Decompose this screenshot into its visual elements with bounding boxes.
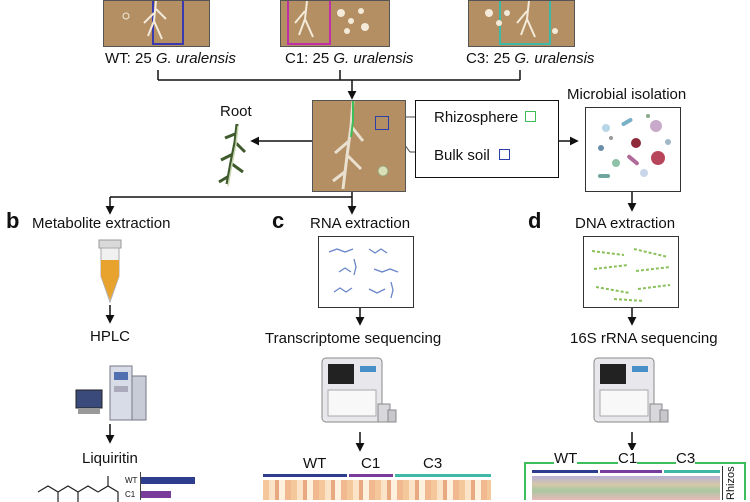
c-group-wt: WT — [303, 455, 327, 472]
c1-label-species: G. uralensis — [333, 50, 414, 67]
wt-root-icon — [122, 1, 167, 40]
legend-rhizosphere-label: Rhizosphere — [434, 109, 519, 126]
tube-icon — [98, 239, 122, 304]
sequencer-d-icon — [593, 357, 669, 423]
bar-c1 — [141, 491, 171, 498]
legend-rhizosphere: Rhizosphere — [434, 109, 537, 126]
c1-frame — [287, 1, 331, 45]
rna-box — [318, 236, 414, 308]
sequencer-c-icon — [321, 357, 397, 423]
hplc-instrument-icon — [75, 365, 147, 421]
c3-label-species: G. uralensis — [514, 50, 595, 67]
c1-label: C1: 25 G. uralensis — [285, 50, 413, 67]
c-bar-c1 — [349, 474, 393, 477]
c3-label: C3: 25 G. uralensis — [466, 50, 594, 67]
panel-c-letter: c — [272, 208, 285, 233]
d-group-c1: C1 — [618, 450, 638, 467]
panel-b-letter: b — [6, 208, 20, 233]
transcriptome-sequencing-label: Transcriptome sequencing — [265, 330, 442, 347]
wt-label-prefix: WT: 25 — [105, 50, 156, 67]
wt-label-species: G. uralensis — [155, 50, 236, 67]
heatmap-c — [263, 480, 491, 500]
c1-root-icon — [294, 1, 369, 38]
microbes-icon — [598, 114, 671, 178]
dna-box — [583, 236, 679, 308]
d-group-wt: WT — [554, 450, 578, 467]
hplc-label: HPLC — [90, 328, 131, 345]
rhizosphere-square-icon — [525, 111, 537, 122]
d-bar-wt — [532, 470, 598, 473]
liquiritin-structure-icon — [37, 476, 119, 502]
stacked-bars-d — [532, 476, 720, 500]
bulk-soil-marker — [375, 116, 389, 130]
central-root-icon — [332, 101, 389, 190]
c-group-c1: C1 — [361, 455, 381, 472]
bar-c1-label: C1 — [125, 490, 136, 499]
metabolite-extraction-label: Metabolite extraction — [32, 215, 171, 232]
rna-strands-icon — [328, 248, 399, 299]
root-label: Root — [220, 103, 252, 120]
rhizosphere-side-text: Rhizosphere — [725, 466, 737, 500]
c3-soil-box — [468, 0, 575, 47]
c1-soil-box — [280, 0, 390, 47]
bar-wt-label: WT — [125, 476, 138, 485]
d-group-c3: C3 — [676, 450, 696, 467]
panel-d-letter: d — [528, 208, 542, 233]
dna-strands-icon — [591, 248, 671, 302]
liquiritin-bar-chart: WT C1 — [125, 472, 221, 500]
legend-bulk-soil-label: Bulk soil — [434, 147, 490, 164]
liquiritin-label: Liquiritin — [82, 450, 138, 467]
microbial-isolation-label: Microbial isolation — [567, 86, 687, 103]
d-bar-c1 — [600, 470, 662, 473]
c3-root-icon — [485, 1, 558, 38]
dna-extraction-label: DNA extraction — [575, 215, 676, 232]
central-soil-box — [312, 100, 406, 192]
wt-soil-box — [103, 0, 210, 47]
microbial-isolation-box — [585, 107, 681, 192]
rhizosphere-side-label: Rhizosphere — [722, 466, 743, 500]
c-bar-wt — [263, 474, 347, 477]
bulk-soil-square-icon — [499, 149, 511, 160]
16s-sequencing-label: 16S rRNA sequencing — [570, 330, 718, 347]
d-bar-c3 — [664, 470, 720, 473]
c-group-c3: C3 — [423, 455, 443, 472]
group-bar-d: WT C1 C3 Rhizosphere — [524, 450, 746, 500]
c3-label-prefix: C3: 25 — [466, 50, 515, 67]
legend-box: Rhizosphere Bulk soil — [415, 100, 559, 178]
group-bar-c: WT C1 C3 — [263, 455, 491, 500]
wt-label: WT: 25 G. uralensis — [105, 50, 236, 67]
rna-extraction-label: RNA extraction — [310, 215, 411, 232]
legend-bulk-soil: Bulk soil — [434, 147, 511, 164]
bar-wt — [141, 477, 195, 484]
c-bar-c3 — [395, 474, 491, 477]
root-icon — [218, 123, 247, 187]
c1-label-prefix: C1: 25 — [285, 50, 334, 67]
